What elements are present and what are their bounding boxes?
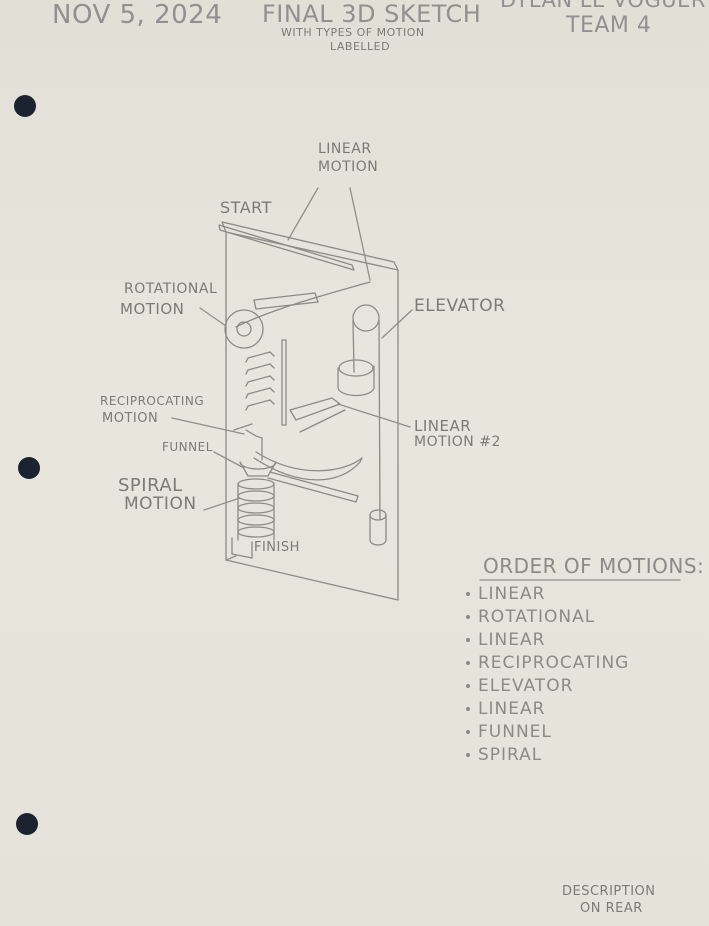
leader-linear2 bbox=[338, 404, 410, 427]
label-linear2-2: MOTION #2 bbox=[414, 434, 501, 450]
reciprocating-stack bbox=[246, 340, 286, 425]
label-rotational-1: ROTATIONAL bbox=[124, 281, 217, 297]
elevator-pulley bbox=[353, 305, 379, 331]
leader-spiral bbox=[204, 498, 240, 510]
bullet-icon bbox=[466, 707, 470, 711]
order-item-label: ELEVATOR bbox=[478, 676, 573, 696]
label-elevator: ELEVATOR bbox=[414, 296, 505, 316]
leader-elevator bbox=[382, 310, 412, 338]
bullet-icon bbox=[466, 684, 470, 688]
leader-reciprocating bbox=[172, 418, 244, 434]
label-funnel: FUNNEL bbox=[162, 440, 213, 454]
order-item-label: SPIRAL bbox=[478, 745, 542, 765]
label-reciprocating-1: RECIPROCATING bbox=[100, 394, 204, 408]
order-item: SPIRAL bbox=[466, 745, 542, 765]
order-item-label: LINEAR bbox=[478, 584, 545, 604]
bullet-icon bbox=[466, 638, 470, 642]
order-item-label: ROTATIONAL bbox=[478, 607, 595, 627]
label-finish: FINISH bbox=[254, 540, 300, 555]
curved-track bbox=[254, 452, 362, 480]
bullet-icon bbox=[466, 592, 470, 596]
order-item: LINEAR bbox=[466, 699, 545, 719]
order-item-label: LINEAR bbox=[478, 630, 545, 650]
label-start: START bbox=[220, 198, 272, 217]
finish-box bbox=[232, 538, 252, 558]
footer-line1: DESCRIPTION bbox=[562, 884, 656, 899]
label-rotational-2: MOTION bbox=[120, 300, 184, 318]
order-item: FUNNEL bbox=[466, 722, 552, 742]
bullet-icon bbox=[466, 730, 470, 734]
leader-funnel bbox=[214, 452, 244, 468]
order-item: ELEVATOR bbox=[466, 676, 573, 696]
order-item-label: FUNNEL bbox=[478, 722, 552, 742]
rotational-wheel bbox=[225, 310, 263, 348]
order-item: RECIPROCATING bbox=[466, 653, 629, 673]
label-linear2-1: LINEAR bbox=[414, 417, 471, 435]
spiral-tower bbox=[238, 479, 274, 540]
label-spiral-1: SPIRAL bbox=[118, 475, 183, 496]
order-item-label: LINEAR bbox=[478, 699, 545, 719]
order-item: ROTATIONAL bbox=[466, 607, 595, 627]
order-heading: ORDER OF MOTIONS: bbox=[483, 554, 704, 578]
label-linear-top-1: LINEAR bbox=[318, 141, 372, 157]
order-item: LINEAR bbox=[466, 630, 545, 650]
funnel-shape bbox=[240, 462, 276, 476]
label-linear-top-2: MOTION bbox=[318, 159, 378, 175]
bullet-icon bbox=[466, 661, 470, 665]
leader-linear-top-a bbox=[288, 188, 318, 240]
label-reciprocating-2: MOTION bbox=[102, 411, 158, 426]
label-spiral-2: MOTION bbox=[124, 494, 197, 514]
bullet-icon bbox=[466, 615, 470, 619]
elevator-cylinder-top bbox=[338, 366, 374, 396]
leader-rotational bbox=[200, 308, 226, 326]
order-item-label: RECIPROCATING bbox=[478, 653, 629, 673]
footer-line2: ON REAR bbox=[580, 901, 643, 916]
order-item: LINEAR bbox=[466, 584, 545, 604]
bullet-icon bbox=[466, 753, 470, 757]
